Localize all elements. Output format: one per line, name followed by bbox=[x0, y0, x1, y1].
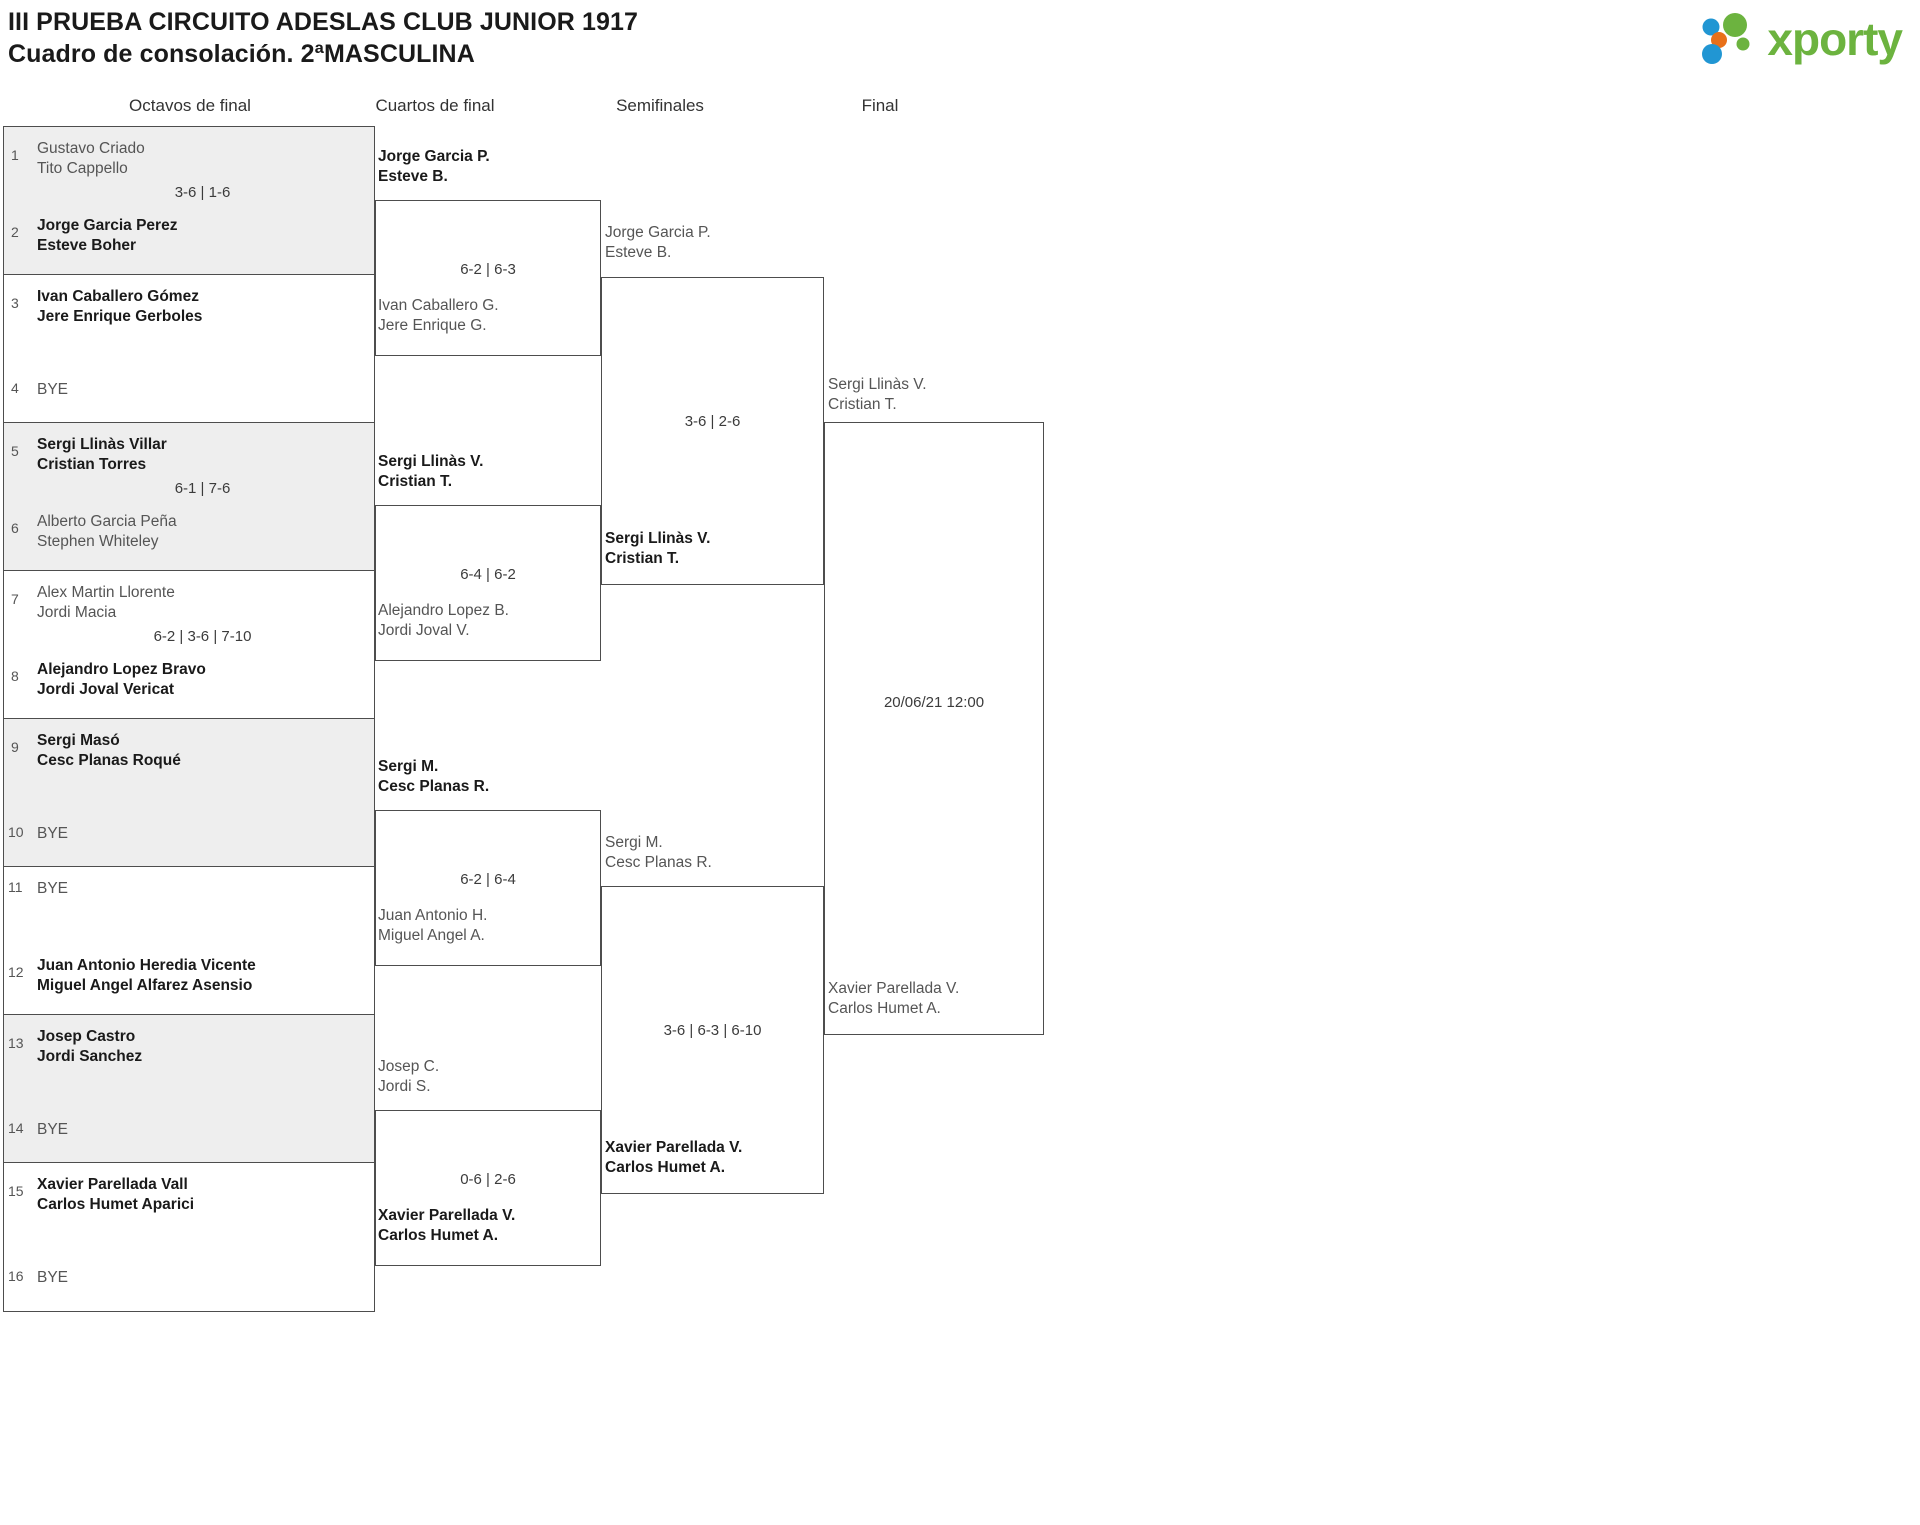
round3-match-connector[interactable]: 3-6 | 2-6 bbox=[601, 277, 824, 585]
round2-team-top: Josep C. Jordi S. bbox=[378, 1058, 440, 1095]
round4-match-connector[interactable]: 20/06/21 12:00 bbox=[824, 422, 1044, 1035]
team-entry-bye: BYE bbox=[37, 825, 69, 842]
seed-number: 15 bbox=[8, 1183, 24, 1199]
round3-match-connector[interactable]: 3-6 | 6-3 | 6-10 bbox=[601, 886, 824, 1194]
match-score: 3-6 | 2-6 bbox=[684, 413, 741, 430]
round2-team-bottom: Alejandro Lopez B. Jordi Joval V. bbox=[378, 602, 509, 639]
round-header-cuartos: Cuartos de final bbox=[375, 96, 495, 115]
round-header-octavos: Octavos de final bbox=[129, 96, 251, 115]
team-entry: Jorge Garcia Perez Esteve Boher bbox=[37, 217, 178, 254]
team-entry: Alex Martin Llorente Jordi Macia bbox=[37, 584, 175, 621]
seed-number: 10 bbox=[8, 824, 24, 840]
round3-team-bottom: Sergi Llinàs V. Cristian T. bbox=[605, 530, 711, 567]
seed-number: 13 bbox=[8, 1035, 24, 1051]
round1-match[interactable]: 3 Ivan Caballero Gómez Jere Enrique Gerb… bbox=[4, 275, 374, 423]
seed-number: 6 bbox=[11, 520, 19, 536]
round1-match[interactable]: 13 Josep Castro Jordi Sanchez 14 BYE bbox=[4, 1015, 374, 1163]
team-entry-bye: BYE bbox=[37, 880, 69, 897]
seed-number: 14 bbox=[8, 1120, 24, 1136]
match-score: 6-4 | 6-2 bbox=[460, 566, 516, 583]
seed-number: 16 bbox=[8, 1268, 24, 1284]
seed-number: 1 bbox=[11, 147, 19, 163]
round2-team-bottom: Juan Antonio H. Miguel Angel A. bbox=[378, 907, 488, 944]
team-entry: Alejandro Lopez Bravo Jordi Joval Verica… bbox=[37, 661, 206, 698]
match-score: 6-1 | 7-6 bbox=[174, 480, 231, 497]
team-entry: Xavier Parellada Vall Carlos Humet Apari… bbox=[37, 1176, 195, 1213]
round2-match-connector[interactable]: 6-4 | 6-2 bbox=[375, 505, 601, 661]
round2-match-connector[interactable]: 6-2 | 6-3 bbox=[375, 200, 601, 356]
round1-match[interactable]: 15 Xavier Parellada Vall Carlos Humet Ap… bbox=[4, 1163, 374, 1311]
match-score: 0-6 | 2-6 bbox=[460, 1171, 516, 1188]
tournament-name: III PRUEBA CIRCUITO ADESLAS CLUB JUNIOR … bbox=[8, 8, 638, 36]
seed-number: 7 bbox=[11, 591, 19, 607]
match-score: 6-2 | 6-3 bbox=[460, 261, 516, 278]
round4-team-top: Sergi Llinàs V. Cristian T. bbox=[828, 376, 927, 413]
match-score: 6-2 | 3-6 | 7-10 bbox=[153, 628, 252, 645]
round-header-semifinales: Semifinales bbox=[616, 96, 704, 115]
round1-match[interactable]: 5 Sergi Llinàs Villar Cristian Torres 6-… bbox=[4, 423, 374, 571]
match-score: 3-6 | 1-6 bbox=[174, 184, 231, 201]
round2-match-connector[interactable]: 6-2 | 6-4 bbox=[375, 810, 601, 966]
team-entry: Sergi Masó Cesc Planas Roqué bbox=[37, 732, 181, 769]
round-header-final: Final bbox=[861, 96, 899, 115]
xporty-logo[interactable]: xporty bbox=[1699, 10, 1903, 68]
round2-team-top: Sergi Llinàs V. Cristian T. bbox=[378, 453, 484, 490]
logo-wordmark: xporty bbox=[1767, 13, 1903, 65]
round2-match-connector[interactable]: 0-6 | 2-6 bbox=[375, 1110, 601, 1266]
seed-number: 8 bbox=[11, 668, 19, 684]
team-entry: Josep Castro Jordi Sanchez bbox=[37, 1028, 143, 1065]
round1-match[interactable]: 11 BYE 12 Juan Antonio Heredia Vicente M… bbox=[4, 867, 374, 1015]
seed-number: 5 bbox=[11, 443, 19, 459]
round1-match[interactable]: 9 Sergi Masó Cesc Planas Roqué 10 BYE bbox=[4, 719, 374, 867]
team-entry: Gustavo Criado Tito Cappello bbox=[37, 140, 145, 177]
team-entry: Ivan Caballero Gómez Jere Enrique Gerbol… bbox=[37, 288, 203, 325]
seed-number: 2 bbox=[11, 224, 19, 240]
team-entry-bye: BYE bbox=[37, 1121, 69, 1138]
team-entry-bye: BYE bbox=[37, 381, 69, 398]
round3-team-bottom: Xavier Parellada V. Carlos Humet A. bbox=[605, 1139, 743, 1176]
team-entry-bye: BYE bbox=[37, 1269, 69, 1286]
team-entry: Juan Antonio Heredia Vicente Miguel Ange… bbox=[37, 957, 256, 994]
seed-number: 12 bbox=[8, 964, 24, 980]
round1-match[interactable]: 7 Alex Martin Llorente Jordi Macia 6-2 |… bbox=[4, 571, 374, 719]
draw-subtitle: Cuadro de consolación. 2ªMASCULINA bbox=[8, 40, 475, 68]
round2-team-bottom: Ivan Caballero G. Jere Enrique G. bbox=[378, 297, 499, 334]
match-score: 6-2 | 6-4 bbox=[460, 871, 516, 888]
round4-team-bottom: Xavier Parellada V. Carlos Humet A. bbox=[828, 980, 960, 1017]
round2-team-top: Sergi M. Cesc Planas R. bbox=[378, 758, 490, 795]
round1-column: 1 Gustavo Criado Tito Cappello 3-6 | 1-6… bbox=[3, 126, 375, 1312]
seed-number: 4 bbox=[11, 380, 19, 396]
page-title: III PRUEBA CIRCUITO ADESLAS CLUB JUNIOR … bbox=[8, 6, 1308, 70]
team-entry: Sergi Llinàs Villar Cristian Torres bbox=[37, 436, 167, 473]
seed-number: 3 bbox=[11, 295, 19, 311]
round2-team-top: Jorge Garcia P. Esteve B. bbox=[378, 148, 490, 185]
match-datetime: 20/06/21 12:00 bbox=[883, 694, 985, 711]
round3-team-top: Sergi M. Cesc Planas R. bbox=[605, 834, 712, 871]
round2-team-bottom: Xavier Parellada V. Carlos Humet A. bbox=[378, 1207, 516, 1244]
match-score: 3-6 | 6-3 | 6-10 bbox=[663, 1022, 762, 1039]
logo-dots-icon bbox=[1702, 13, 1750, 64]
seed-number: 11 bbox=[8, 879, 23, 895]
seed-number: 9 bbox=[11, 739, 19, 755]
round1-match[interactable]: 1 Gustavo Criado Tito Cappello 3-6 | 1-6… bbox=[4, 127, 374, 275]
team-entry: Alberto Garcia Peña Stephen Whiteley bbox=[37, 513, 177, 550]
round3-team-top: Jorge Garcia P. Esteve B. bbox=[605, 224, 711, 261]
